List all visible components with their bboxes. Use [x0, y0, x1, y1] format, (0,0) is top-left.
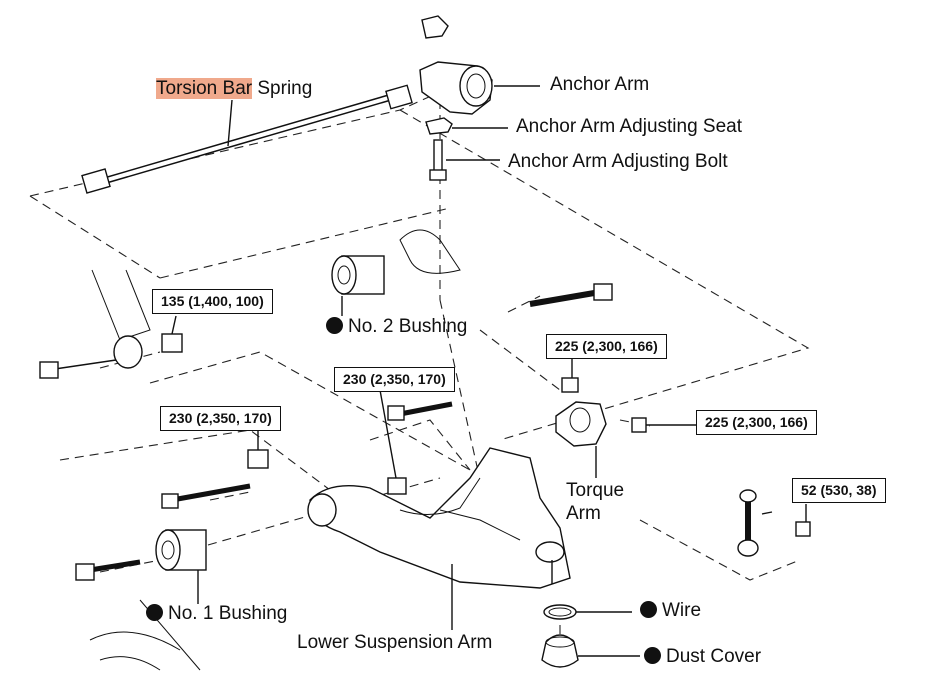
torsion-bar-highlight: Torsion Bar — [156, 78, 253, 99]
no2-bushing-text: No. 2 Bushing — [348, 316, 468, 337]
torque-spec-upper-left: 135 (1,400, 100) — [152, 289, 273, 314]
torque-spec-middle: 230 (2,350, 170) — [334, 367, 455, 392]
no1-bushing-text: No. 1 Bushing — [168, 603, 288, 624]
anchor-arm-adjusting-seat-label: Anchor Arm Adjusting Seat — [516, 116, 743, 137]
torque-arm-label-line2: Arm — [566, 503, 601, 524]
torsion-bar-spring — [81, 84, 413, 194]
stabilizer-link-part — [737, 489, 811, 557]
dust-cover-text: Dust Cover — [666, 646, 762, 667]
anchor-arm-part — [419, 15, 493, 181]
torsion-bar-spring-label: Torsion Bar Spring — [156, 78, 312, 100]
non-reusable-dot-icon — [326, 317, 343, 334]
torque-arm-label-line1: Torque — [566, 480, 625, 501]
dust-cover-label: Dust Cover — [644, 646, 761, 668]
non-reusable-dot-icon — [640, 601, 657, 618]
torque-spec-left: 230 (2,350, 170) — [160, 406, 281, 431]
no2-bushing-part — [331, 229, 461, 295]
leader-lines — [171, 85, 807, 657]
no2-bushing-label: No. 2 Bushing — [326, 316, 467, 338]
anchor-arm-label: Anchor Arm — [550, 74, 650, 95]
torque-arm-part — [555, 377, 647, 447]
non-reusable-dot-icon — [644, 647, 661, 664]
no1-bushing-part — [155, 529, 207, 571]
lower-suspension-arm-part — [307, 447, 571, 589]
wire-and-dust-cover-parts — [541, 604, 579, 668]
torque-spec-torque-arm-nut: 225 (2,300, 166) — [546, 334, 667, 359]
non-reusable-dot-icon — [146, 604, 163, 621]
anchor-arm-adjusting-bolt-label: Anchor Arm Adjusting Bolt — [508, 151, 728, 172]
wire-text: Wire — [662, 600, 702, 621]
torque-spec-torque-arm-side: 225 (2,300, 166) — [696, 410, 817, 435]
torque-arm-bolt — [529, 283, 613, 307]
torque-spec-stabilizer: 52 (530, 38) — [792, 478, 886, 503]
wire-label: Wire — [640, 600, 701, 622]
torsion-bar-rest: Spring — [252, 78, 313, 99]
shock-absorber-part — [39, 269, 183, 379]
no1-bushing-label: No. 1 Bushing — [146, 603, 287, 625]
lower-suspension-arm-label: Lower Suspension Arm — [297, 632, 493, 653]
bushing-bolts — [75, 401, 453, 581]
